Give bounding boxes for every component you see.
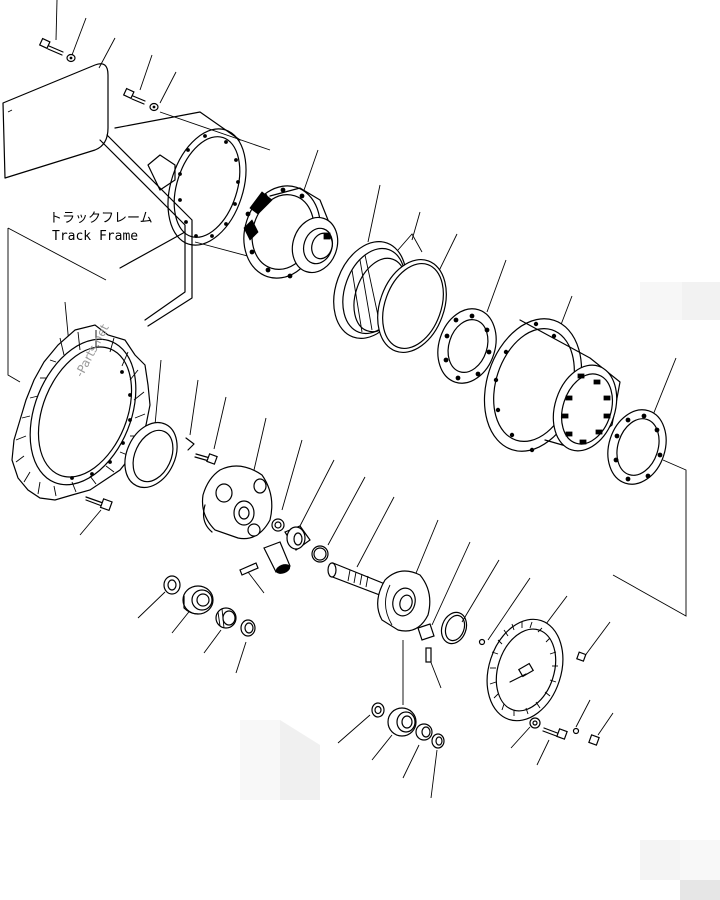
end-cover [486,618,564,722]
bearing-ring [437,308,497,384]
track-frame [99,111,271,327]
end-bolt [588,734,600,746]
planet-carrier [201,465,273,540]
washer-top-left [66,53,76,63]
travel-motor [243,185,339,279]
mounting-ring [167,128,247,246]
track-frame-label-en: Track Frame [52,229,138,244]
needle-bearing-left [215,607,237,629]
seal-retainer [124,421,178,489]
cover-bolt [542,727,568,740]
track-frame-label-jp: トラックフレーム [49,211,153,226]
bolt-top-left [38,37,64,56]
planet-shaft [263,541,291,574]
planet-gear-bearing [284,525,311,551]
o-ring-medium [440,611,468,645]
hub-housing [483,318,621,453]
carrier-bolt [194,453,218,465]
small-pin-bracket [185,437,195,451]
planet-gear-left [182,585,214,615]
sprocket-bolt [85,496,113,512]
o-ring-large [377,258,447,354]
spring-pin [239,562,259,576]
sprocket [11,324,151,501]
washer-left-small [240,619,256,637]
second-carrier [377,570,431,632]
snap-ring-small [311,545,329,563]
washer-end [529,717,541,729]
ball [478,638,486,646]
plug [576,651,587,662]
washer-carrier [271,518,285,532]
planet-gear-right [387,707,417,737]
leader-lines [7,0,687,799]
small-ball [572,727,580,735]
bolt-top-middle [122,87,146,105]
background-blocks [240,282,720,900]
cover-plate [2,63,109,179]
washer-top-middle [149,102,159,112]
dowel-pin [425,647,432,663]
thrust-washer-right [371,702,385,718]
needle-bearing-right [415,723,433,741]
washer-right-small [431,733,445,749]
thrust-collar [417,623,435,641]
end-bearing-ring [607,409,667,485]
thrust-washer-left [163,575,181,595]
